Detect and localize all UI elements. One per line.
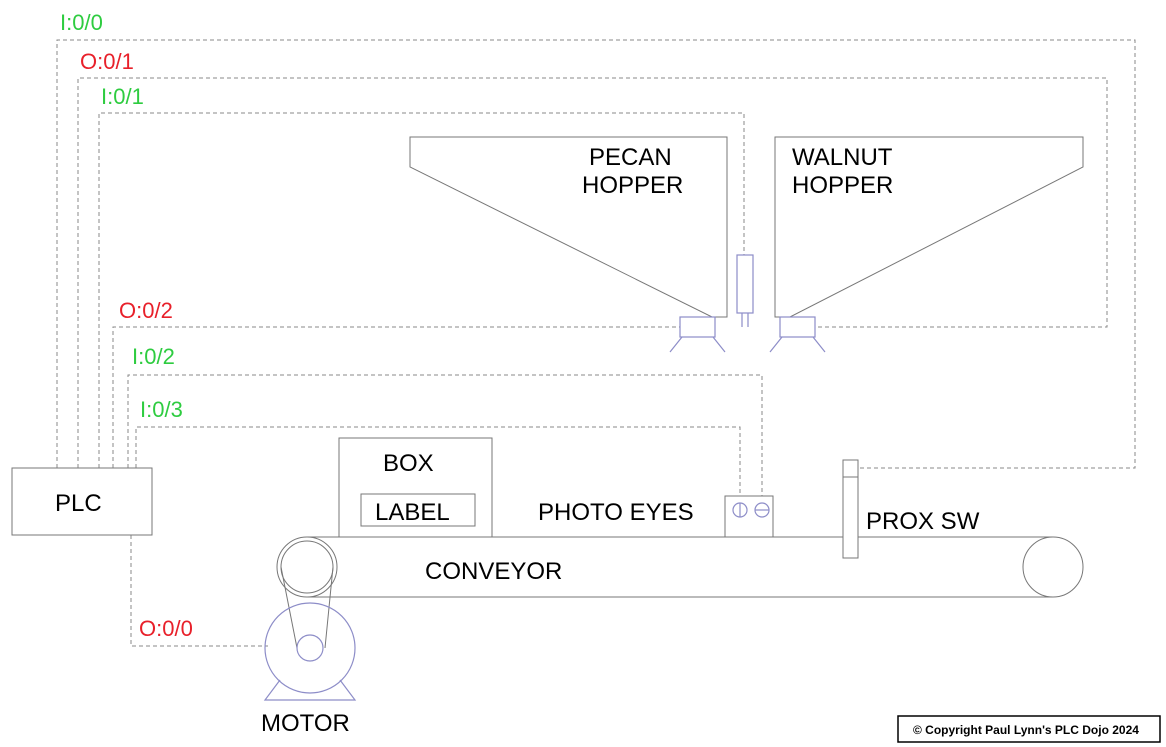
conveyor-idler-pulley — [1022, 536, 1084, 598]
conveyor: CONVEYOR — [276, 536, 1084, 598]
conveyor-label: CONVEYOR — [425, 558, 562, 585]
photo-eyes-label: PHOTO EYES — [538, 499, 694, 526]
motor-pulley — [296, 634, 324, 662]
motor-housing — [264, 602, 356, 694]
walnut-gate — [779, 316, 816, 338]
io-tags: I:0/0 O:0/1 I:0/1 O:0/2 I:0/2 I:0/3 O:0/… — [60, 10, 193, 641]
label-sticker — [360, 493, 476, 527]
motor: MOTOR — [261, 540, 357, 737]
pecan-hopper: PECAN HOPPER — [409, 136, 728, 353]
walnut-hopper: WALNUT HOPPER — [769, 136, 1084, 353]
box-label: BOX — [383, 450, 434, 477]
wire-o02 — [112, 326, 680, 468]
copyright-text: © Copyright Paul Lynn's PLC Dojo 2024 — [913, 723, 1139, 737]
wire-i01 — [98, 112, 745, 468]
motor-label: MOTOR — [261, 710, 350, 737]
wire-i02 — [127, 374, 763, 496]
pecan-gate — [679, 316, 716, 338]
level-sensor — [736, 254, 754, 327]
photo-eyes: PHOTO EYES — [538, 495, 774, 538]
walnut-label-2: HOPPER — [792, 172, 893, 199]
tag-o00: O:0/0 — [139, 616, 193, 641]
tag-i03: I:0/3 — [140, 397, 183, 422]
pecan-label-1: PECAN — [589, 144, 672, 171]
prox-switch-label: PROX SW — [866, 508, 980, 535]
walnut-chute — [769, 336, 826, 353]
prox-switch: PROX SW — [842, 459, 980, 559]
plc-label: PLC — [55, 490, 102, 517]
io-wiring — [56, 39, 1136, 647]
pecan-chute — [669, 336, 726, 353]
plc-box: PLC — [11, 467, 153, 536]
wire-i00 — [56, 39, 1136, 469]
tag-i01: I:0/1 — [101, 84, 144, 109]
conveyor-drive-pulley — [276, 536, 338, 598]
label-text: LABEL — [375, 499, 450, 526]
tag-o01: O:0/1 — [80, 49, 134, 74]
box: BOX LABEL — [338, 437, 493, 538]
walnut-label-1: WALNUT — [792, 144, 893, 171]
tag-i02: I:0/2 — [132, 344, 175, 369]
pecan-label-2: HOPPER — [582, 172, 683, 199]
motor-base — [263, 679, 357, 701]
copyright-box: © Copyright Paul Lynn's PLC Dojo 2024 — [897, 715, 1161, 743]
tag-i00: I:0/0 — [60, 10, 103, 35]
wire-o00 — [130, 535, 268, 647]
wire-i03 — [135, 426, 741, 496]
wire-o01 — [77, 77, 1108, 468]
tag-o02: O:0/2 — [119, 298, 173, 323]
